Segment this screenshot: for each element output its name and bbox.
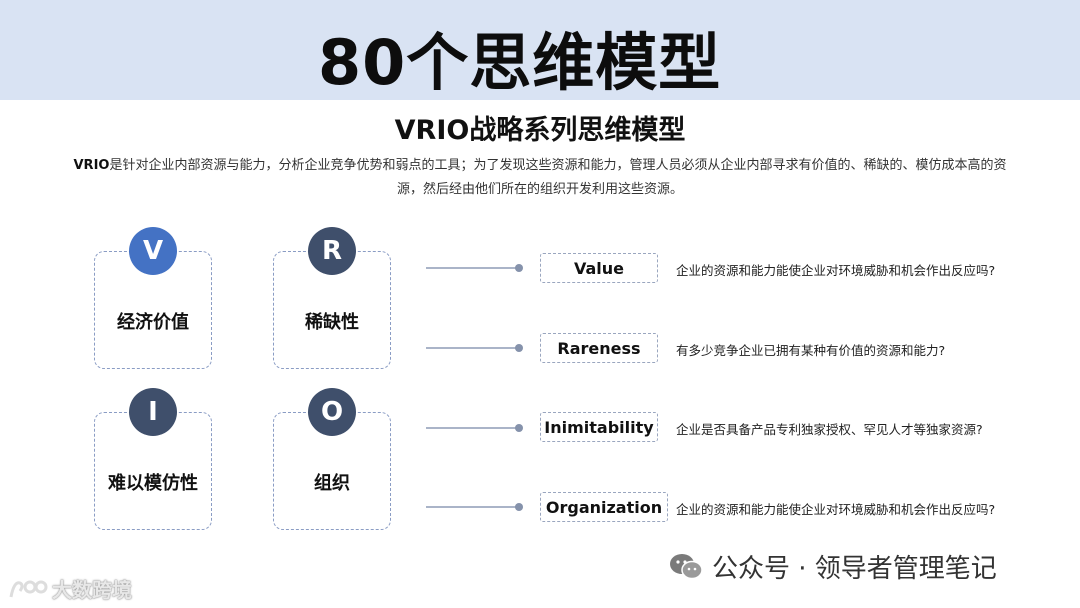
description: VRIO是针对企业内部资源与能力，分析企业竞争优势和弱点的工具；为了发现这些资源… <box>62 154 1018 202</box>
connector-line <box>426 267 518 269</box>
wechat-icon <box>670 553 703 579</box>
connector-dot <box>515 424 523 432</box>
connector-line <box>426 506 518 508</box>
brand-logo-icon <box>9 580 48 597</box>
term-organization-box: Organization <box>540 492 668 522</box>
connector-dot <box>515 264 523 272</box>
question-text: 企业是否具备产品专利独家授权、罕见人才等独家资源? <box>676 422 983 437</box>
badge-r: R <box>308 227 356 275</box>
description-text: 是针对企业内部资源与能力，分析企业竞争优势和弱点的工具；为了发现这些资源和能力，… <box>109 158 1007 197</box>
title-banner: 80个思维模型 <box>0 0 1080 100</box>
page-title: 80个思维模型 <box>318 26 722 99</box>
term-rareness-box: Rareness <box>540 333 658 363</box>
diagram-subtitle: VRIO战略系列思维模型 <box>394 115 686 146</box>
badge-o: O <box>308 388 356 436</box>
term-inimitability-box: Inimitability <box>540 412 658 442</box>
badge-i: I <box>129 388 177 436</box>
card-label: 难以模仿性 <box>108 473 198 494</box>
question-text: 有多少竞争企业已拥有某种有价值的资源和能力? <box>676 343 946 358</box>
connector-dot <box>515 344 523 352</box>
wechat-watermark: 公众号 · 领导者管理笔记 <box>668 548 997 585</box>
question-text: 企业的资源和能力能使企业对环境威胁和机会作出反应吗? <box>676 263 996 278</box>
card-label: 稀缺性 <box>305 312 359 333</box>
connector-line <box>426 427 518 429</box>
card-label: 经济价值 <box>117 312 189 333</box>
term-value-box: Value <box>540 253 658 283</box>
connector-dot <box>515 503 523 511</box>
badge-v: V <box>129 227 177 275</box>
question-text: 企业的资源和能力能使企业对环境威胁和机会作出反应吗? <box>676 502 996 517</box>
description-lead: VRIO <box>73 158 110 173</box>
brand-name: 大数跨境 <box>52 578 132 602</box>
wechat-account: 公众号 · 领导者管理笔记 <box>712 554 997 584</box>
card-label: 组织 <box>314 473 350 494</box>
connector-line <box>426 347 518 349</box>
brand-watermark: 大数跨境 <box>8 574 132 603</box>
